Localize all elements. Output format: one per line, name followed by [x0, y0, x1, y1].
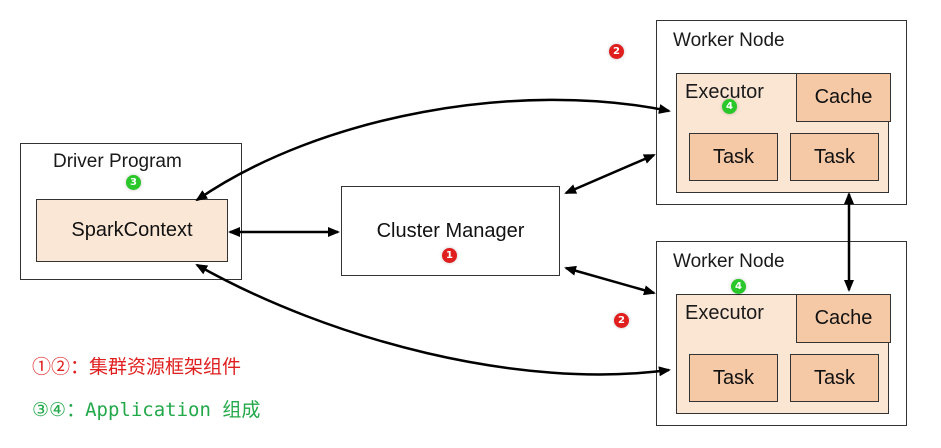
arrow-cluster-manager-to-worker-1 [564, 153, 656, 195]
arrow-driver-to-executor-2 [195, 263, 671, 377]
badge-2-bottom: 2 [614, 313, 629, 328]
spark-context-box: SparkContext [36, 199, 228, 262]
worker-node-2-box: Worker Node Executor Cache Task Task [656, 241, 907, 426]
worker-node-2-title: Worker Node [673, 251, 785, 272]
badge-4-executor-1: 4 [722, 99, 737, 114]
executor-1-box: Executor Cache Task Task [676, 73, 891, 193]
cache-2-box: Cache [796, 294, 891, 343]
executor-2-label: Executor [685, 302, 764, 324]
task-2a-label: Task [712, 366, 755, 389]
driver-program-title: Driver Program [53, 151, 182, 172]
driver-program-box: Driver Program SparkContext [20, 143, 242, 280]
cache-2-label: Cache [814, 307, 873, 329]
cache-1-box: Cache [796, 73, 891, 122]
task-1a-box: Task [689, 133, 778, 181]
legend-line-2: ③④：Application 组成 [32, 399, 261, 421]
cluster-manager-label: Cluster Manager [376, 219, 525, 242]
spark-context-label: SparkContext [71, 219, 193, 241]
arrow-driver-to-executor-1 [195, 98, 671, 202]
arrow-cluster-manager-to-worker-2 [564, 265, 656, 296]
task-2a-box: Task [689, 354, 778, 402]
task-1b-label: Task [813, 145, 856, 168]
cache-1-label: Cache [814, 86, 873, 108]
legend-line-1: ①②：集群资源框架组件 [32, 356, 242, 378]
task-2b-box: Task [790, 354, 879, 402]
badge-2-top: 2 [609, 44, 624, 59]
task-1b-box: Task [790, 133, 879, 181]
worker-node-1-box: Worker Node Executor Cache Task Task [656, 20, 907, 205]
badge-1-cluster-manager: 1 [442, 248, 457, 263]
badge-4-worker-node-2: 4 [731, 279, 746, 294]
badge-3-driver: 3 [126, 175, 141, 190]
task-1a-label: Task [712, 145, 755, 168]
task-2b-label: Task [813, 366, 856, 389]
executor-1-label: Executor [685, 81, 764, 103]
worker-node-1-title: Worker Node [673, 30, 785, 51]
executor-2-box: Executor Cache Task Task [676, 294, 891, 414]
